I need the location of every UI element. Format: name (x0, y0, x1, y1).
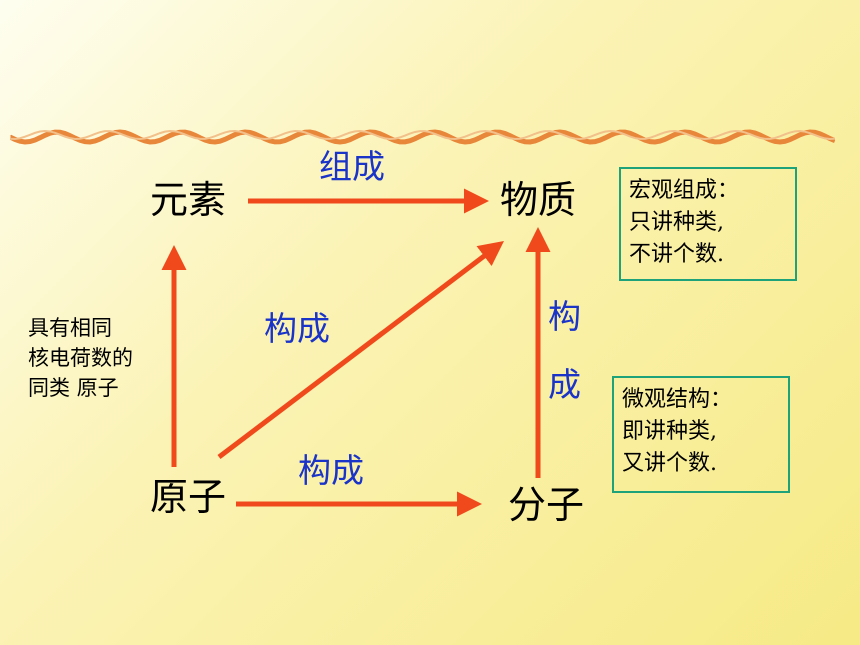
decorative-wave-divider (10, 129, 835, 145)
node-molecule: 分子 (508, 483, 585, 527)
macro-box-line: 宏观组成： (629, 178, 740, 203)
node-atom: 原子 (150, 475, 227, 519)
arrow-atom-to-substance (217, 240, 504, 459)
side-note-line: 同类 原子 (28, 376, 119, 400)
macro-box-line: 不讲个数. (629, 242, 724, 267)
node-substance: 物质 (500, 178, 577, 222)
label-element-to-substance: 组成 (319, 147, 385, 186)
label-atom-to-molecule: 构成 (298, 451, 364, 490)
label-molecule-to-substance-2: 成 (548, 365, 581, 404)
macro-box-line: 只讲种类, (629, 210, 724, 235)
side-note-same-nuclear-charge: 具有相同 核电荷数的 同类 原子 (28, 313, 133, 403)
micro-box-line: 又讲个数. (622, 451, 717, 476)
micro-box-line: 微观结构： (622, 387, 733, 412)
label-molecule-to-substance-1: 构 (548, 297, 581, 336)
side-note-line: 核电荷数的 (28, 346, 133, 370)
micro-structure-box: 微观结构： 即讲种类, 又讲个数. (612, 376, 790, 493)
label-atom-to-substance: 构成 (264, 309, 330, 348)
micro-box-line: 即讲种类, (622, 419, 717, 444)
node-element: 元素 (150, 178, 227, 222)
macro-composition-box: 宏观组成： 只讲种类, 不讲个数. (619, 167, 797, 281)
side-note-line: 具有相同 (28, 316, 112, 340)
